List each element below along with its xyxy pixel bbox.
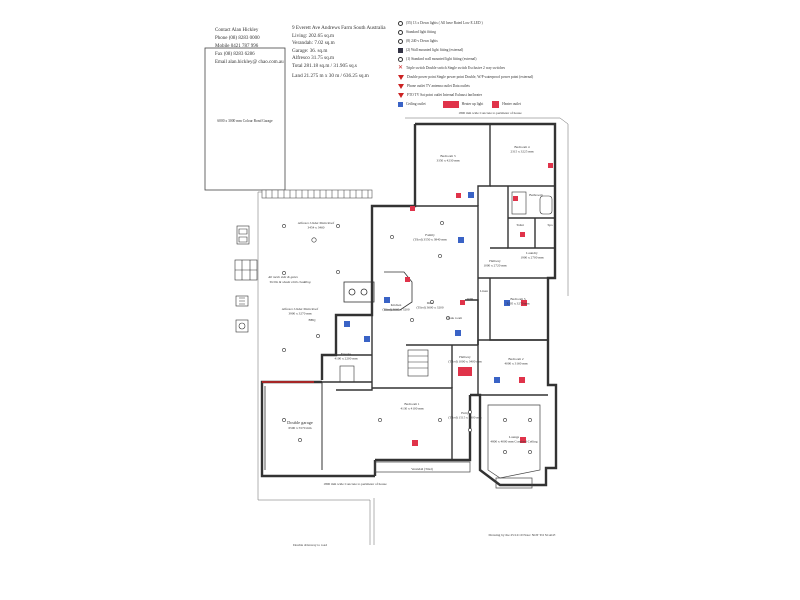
- switch-icon: ✕: [398, 65, 404, 71]
- garage-area: Garage: 36. sq.m: [292, 47, 328, 54]
- label-wir: WIR: [467, 297, 474, 301]
- contact-phone: Phone (08) 8283 0000: [215, 36, 260, 41]
- ensuite-fixtures: [339, 191, 553, 383]
- total-area: Total 281.18 sq.m / 31.905 sq.s: [292, 62, 357, 69]
- lounge-cornice: [487, 404, 541, 489]
- outside-note-2: Trellis & shade cloth cladding: [269, 280, 310, 284]
- label-dine: Dine(Tiled) 3600 x 3200: [416, 301, 443, 310]
- top-perimeter-note: 1800 mm wide Concrete to perimeter of ho…: [458, 111, 522, 115]
- driveway-label: Double driveway to road: [293, 543, 327, 547]
- heater-uplight-icon: [442, 101, 459, 108]
- label-cloak-room: Cloak room: [446, 316, 462, 320]
- wall-light-icon: [398, 48, 403, 53]
- label-entry: Entry(Tiled) 1515 x 1800 mm: [448, 411, 482, 420]
- downlight-icon: [398, 21, 403, 26]
- legend-row: (55) 13 x Down lights ( All have Rated L…: [398, 19, 598, 28]
- contact-block: Contact Alan Hickley Phone (08) 8283 000…: [215, 27, 284, 67]
- colorbond-garage-label: 6000 x 3000 mm Colour Bond Garage: [217, 119, 273, 123]
- furniture-symbols: [234, 225, 258, 333]
- legend-row: FTO TV Sat point outlet Internal Exhaust…: [398, 91, 598, 100]
- legend: (55) 13 x Down lights ( All have Rated L…: [398, 19, 598, 109]
- heater-outlets: [405, 163, 553, 446]
- downlight-240v-icon: [398, 39, 403, 44]
- label-hallway-2: Hallway(Tiled) 1000 x 3400 mm: [448, 355, 482, 364]
- legend-row: (8) 240 v Down lights: [398, 37, 598, 46]
- bbq-label: BBQ: [309, 318, 317, 322]
- label-kitchen: Kitchen(Tiled) 3660 x 3200: [382, 303, 409, 312]
- legend-row: Phone outlet TV antenna outlet Data outl…: [398, 82, 598, 91]
- contact-name: Contact Alan Hickley: [215, 28, 259, 33]
- trellis-strip: [261, 189, 373, 199]
- verandah-label: Verandah (Tiled): [411, 467, 433, 471]
- label-spa: Spa: [547, 223, 553, 227]
- colorbond-garage-outline: [204, 47, 286, 191]
- phone-outlet-icon: [398, 84, 404, 89]
- outside-note-1: All mesh side & gates: [267, 275, 298, 279]
- legend-row: (2) Wall mounted light fitting (external…: [398, 46, 598, 55]
- contact-fax: Fax (08) 8283 6286: [215, 52, 255, 57]
- legend-row: (1) Standard wall mounted light fitting …: [398, 55, 598, 64]
- scale-note: Drawing by the 25/12/10 Note: NOT TO SCA…: [489, 533, 556, 537]
- land-area: Land 21.275 m x 30 m / 636.25 sq.m: [292, 72, 369, 79]
- contact-email: Email alan.hickley@ chao.com.au: [215, 60, 284, 65]
- kitchen-bench: [343, 271, 413, 311]
- label-toilet: Toilet: [516, 223, 524, 227]
- wall-light-external-icon: [398, 57, 403, 62]
- ceiling-outlets: [344, 192, 510, 383]
- label-family: Family(Tiled) 3550 x 3840 mm: [413, 233, 447, 242]
- power-point-icon: [398, 75, 404, 80]
- alfresco-area: Alfresco 31.75 sq.m: [292, 55, 335, 62]
- label-bathroom: Bathroom: [529, 193, 543, 197]
- address-line: 9 Everett Ave Andrews Farm South Austral…: [292, 25, 386, 31]
- legend-row: Double power point Single power point Do…: [398, 73, 598, 82]
- light-fitting-icon: [398, 30, 403, 35]
- verandah-strip: [374, 461, 471, 473]
- bottom-perimeter-note: 1800 mm wide Concrete to perimeter of ho…: [323, 482, 387, 486]
- garage-side-wall: [314, 381, 323, 470]
- contact-mobile: Mobile 0421 787 996: [215, 44, 259, 49]
- tv-outlet-icon: [398, 93, 404, 98]
- verandah-area: Verandah: 7.02 sq.m: [292, 40, 335, 47]
- legend-row: Ceiling outlet Heater up light Heater ou…: [398, 100, 598, 109]
- property-info: 9 Everett Ave Andrews Farm South Austral…: [292, 25, 386, 80]
- legend-row: Standard light fitting: [398, 28, 598, 37]
- boundary-lines: [257, 117, 569, 545]
- legend-row: ✕Triple switch Double switch Single swit…: [398, 65, 506, 71]
- downlights: [282, 221, 532, 454]
- living-area: Living: 202.65 sq.m: [292, 32, 335, 39]
- heater-outlet-icon: [492, 101, 500, 108]
- label-linen: Linen: [480, 289, 488, 293]
- ceiling-outlet-icon: [398, 102, 403, 107]
